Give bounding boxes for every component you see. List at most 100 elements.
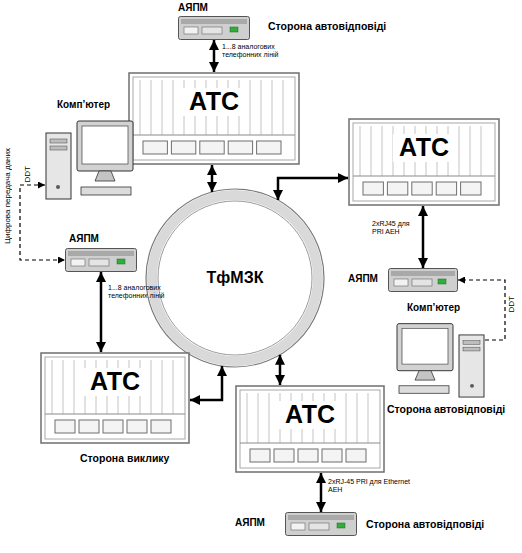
device-case <box>286 513 357 536</box>
rack-panel <box>140 80 141 135</box>
device-panel <box>291 523 305 530</box>
device-led <box>230 27 238 32</box>
rack-panel <box>360 126 361 176</box>
computer: Комп’ютер <box>45 115 135 200</box>
link-label: 1...8 аналогових телефонних ліній <box>222 43 296 59</box>
device-case <box>179 17 250 40</box>
rack-panel <box>459 126 460 176</box>
exchange-label: АТС <box>84 368 146 396</box>
device-panel <box>394 279 408 286</box>
modem-device: АЯПМ <box>65 248 137 272</box>
rack-frame <box>236 386 384 472</box>
rack-slot <box>171 141 195 154</box>
device-label: АЯПМ <box>348 273 378 284</box>
rack-panel <box>368 393 369 443</box>
device-label: АЯПМ <box>178 2 208 13</box>
rack-slot <box>461 182 481 195</box>
rack-panel <box>346 393 347 443</box>
ring-band <box>152 195 318 361</box>
rack-inner <box>45 357 185 439</box>
rack-slot <box>274 449 294 462</box>
rack-slot <box>257 141 281 154</box>
rack-slot <box>200 141 224 154</box>
rack-panel <box>371 126 372 176</box>
pc-drive <box>50 146 67 150</box>
rack-slot <box>322 449 342 462</box>
rack-slot <box>250 449 270 462</box>
rack-slot <box>79 420 99 433</box>
trunk-link <box>190 366 222 400</box>
pc-drive <box>463 341 480 345</box>
modem-device: АЯПМ <box>285 512 357 536</box>
rack-panel <box>151 80 152 135</box>
device-panel <box>184 27 198 34</box>
computer-drawing <box>45 115 135 200</box>
link-label: 2xRJ-45 PRI для Ethernet AEH <box>328 478 412 494</box>
device-led <box>117 259 125 264</box>
exchange-rack <box>235 385 385 473</box>
device-led <box>438 279 446 284</box>
trunk-link <box>279 355 282 385</box>
network-label: ТфМЗК <box>207 269 264 287</box>
computer: Комп’ютер <box>395 318 485 398</box>
device-body <box>65 248 137 272</box>
link-label: 1...8 аналогових телефонних ліній <box>108 284 180 300</box>
network-circle: ТфМЗК <box>145 188 325 368</box>
rack-shelf <box>240 443 380 444</box>
side-label: Сторона автовідповіді <box>387 403 505 415</box>
rack-inner <box>133 77 295 160</box>
data-link <box>458 280 505 340</box>
rack-slot <box>298 449 318 462</box>
rack-panel <box>283 80 284 135</box>
pc-keyboard <box>81 187 131 195</box>
pc-stand <box>415 371 435 380</box>
rack-frame <box>129 73 299 164</box>
side-label: Сторона виклику <box>80 452 169 464</box>
rack-panel <box>162 80 163 135</box>
pc-drive <box>463 347 480 351</box>
computer-group <box>397 324 484 397</box>
device-label: АЯПМ <box>235 517 265 528</box>
trunk-link <box>278 178 348 200</box>
exchange-box: АТС <box>40 352 190 444</box>
rack-slot <box>228 141 252 154</box>
pc-screen <box>82 126 128 164</box>
side-label: Сторона автовідповіді <box>268 20 386 32</box>
modem-device: АЯПМ <box>388 268 458 292</box>
rack-inner <box>353 123 495 201</box>
rack-panel <box>258 393 259 443</box>
exchange-box: АТС <box>128 72 300 165</box>
rack-slot <box>55 420 75 433</box>
pc-button <box>470 384 474 388</box>
ring-inner <box>158 201 312 355</box>
device-top <box>288 515 354 520</box>
device-panel <box>202 27 222 34</box>
trunk-link <box>320 473 323 512</box>
rack-panel <box>52 360 53 414</box>
exchange-rack <box>128 72 300 165</box>
exchange-label: АТС <box>183 88 245 116</box>
device-panel <box>412 279 432 286</box>
rack-slot <box>103 420 123 433</box>
rack-panel <box>250 80 251 135</box>
device-body <box>285 512 357 536</box>
rack-slot <box>436 182 456 195</box>
device-panel <box>89 259 109 266</box>
rack-panel <box>382 126 383 176</box>
rack-panel <box>269 393 270 443</box>
pc-monitor <box>77 121 133 171</box>
ring-outer <box>146 189 324 367</box>
device-body <box>388 268 458 292</box>
rack-panel <box>151 360 152 414</box>
pc-drive <box>50 139 67 143</box>
computer-drawing <box>395 318 485 398</box>
link-label: DDT <box>508 296 516 312</box>
device-led <box>337 523 345 528</box>
rack-panel <box>481 126 482 176</box>
trunk-link <box>213 40 216 72</box>
device-top <box>181 19 247 24</box>
device-panel <box>71 259 85 266</box>
rack-shelf <box>133 135 295 136</box>
computer-group <box>46 121 133 199</box>
device-body <box>178 16 250 40</box>
